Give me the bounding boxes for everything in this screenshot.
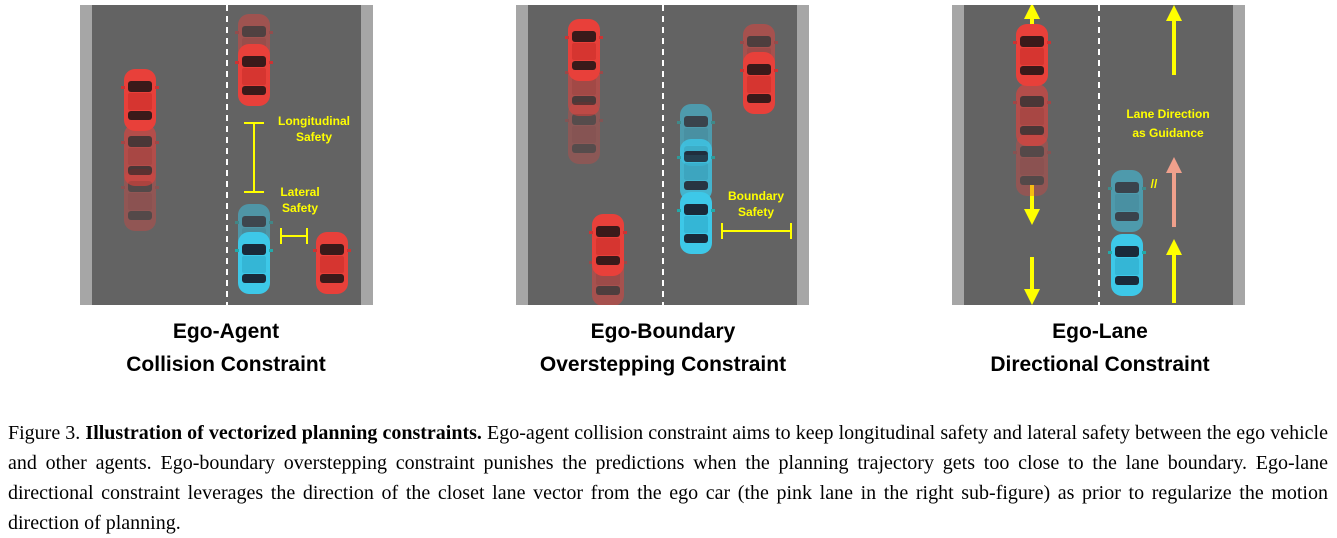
panel-title-ego-lane: Ego-Lane Directional Constraint bbox=[900, 315, 1300, 381]
panel-title-line-1: Ego-Lane bbox=[1052, 320, 1148, 343]
right-curb bbox=[797, 5, 809, 305]
panel-title-line-1: Ego-Agent bbox=[172, 320, 280, 343]
agent-car-trajectory-left bbox=[565, 19, 603, 164]
left-curb bbox=[80, 5, 92, 305]
longitudinal-safety-marker bbox=[244, 122, 264, 193]
lateral-label-1: Lateral bbox=[280, 185, 319, 199]
caption-label: Figure 3. bbox=[8, 422, 81, 444]
left-curb bbox=[516, 5, 528, 305]
panel-ego-lane: // Lane Direction as Guidance bbox=[952, 5, 1245, 305]
boundary-label-2: Safety bbox=[738, 205, 774, 219]
right-curb bbox=[361, 5, 373, 305]
agent-car-bottom bbox=[589, 214, 627, 305]
panel-title-line-2: Directional Constraint bbox=[990, 353, 1210, 376]
guidance-label-1: Lane Direction bbox=[1126, 107, 1209, 121]
caption-bold-title: Illustration of vectorized planning cons… bbox=[85, 422, 482, 444]
boundary-safety-marker bbox=[721, 223, 792, 239]
longitudinal-label-1: Longitudinal bbox=[278, 114, 350, 128]
agent-car-right bbox=[740, 24, 778, 114]
agent-car-trajectory-top bbox=[235, 14, 273, 106]
panel-title-ego-boundary: Ego-Boundary Overstepping Constraint bbox=[463, 315, 863, 381]
guidance-mark: // bbox=[1151, 177, 1158, 191]
left-curb bbox=[952, 5, 964, 305]
agent-car-right bbox=[313, 232, 351, 294]
longitudinal-label-2: Safety bbox=[296, 130, 332, 144]
figure-caption: Figure 3. Illustration of vectorized pla… bbox=[8, 418, 1328, 538]
panel-ego-boundary: Boundary Safety bbox=[516, 5, 809, 305]
guidance-label-2: as Guidance bbox=[1132, 126, 1204, 140]
lateral-safety-marker bbox=[280, 228, 308, 244]
lateral-label-2: Safety bbox=[282, 201, 318, 215]
panel-title-line-2: Collision Constraint bbox=[126, 353, 326, 376]
ego-car bbox=[677, 104, 715, 254]
boundary-label-1: Boundary bbox=[728, 189, 784, 203]
ego-car bbox=[235, 204, 273, 294]
panel-ego-agent: Longitudinal Safety Lateral Safety bbox=[80, 5, 373, 305]
agent-car-trajectory-left bbox=[121, 69, 159, 231]
caption-text: Ego-agent collision constraint aims to k… bbox=[8, 422, 1328, 534]
right-curb bbox=[1233, 5, 1245, 305]
panel-title-line-1: Ego-Boundary bbox=[590, 320, 736, 343]
agent-car-trajectory bbox=[1013, 24, 1051, 196]
panel-title-ego-agent: Ego-Agent Collision Constraint bbox=[26, 315, 426, 381]
panel-title-line-2: Overstepping Constraint bbox=[539, 353, 787, 376]
